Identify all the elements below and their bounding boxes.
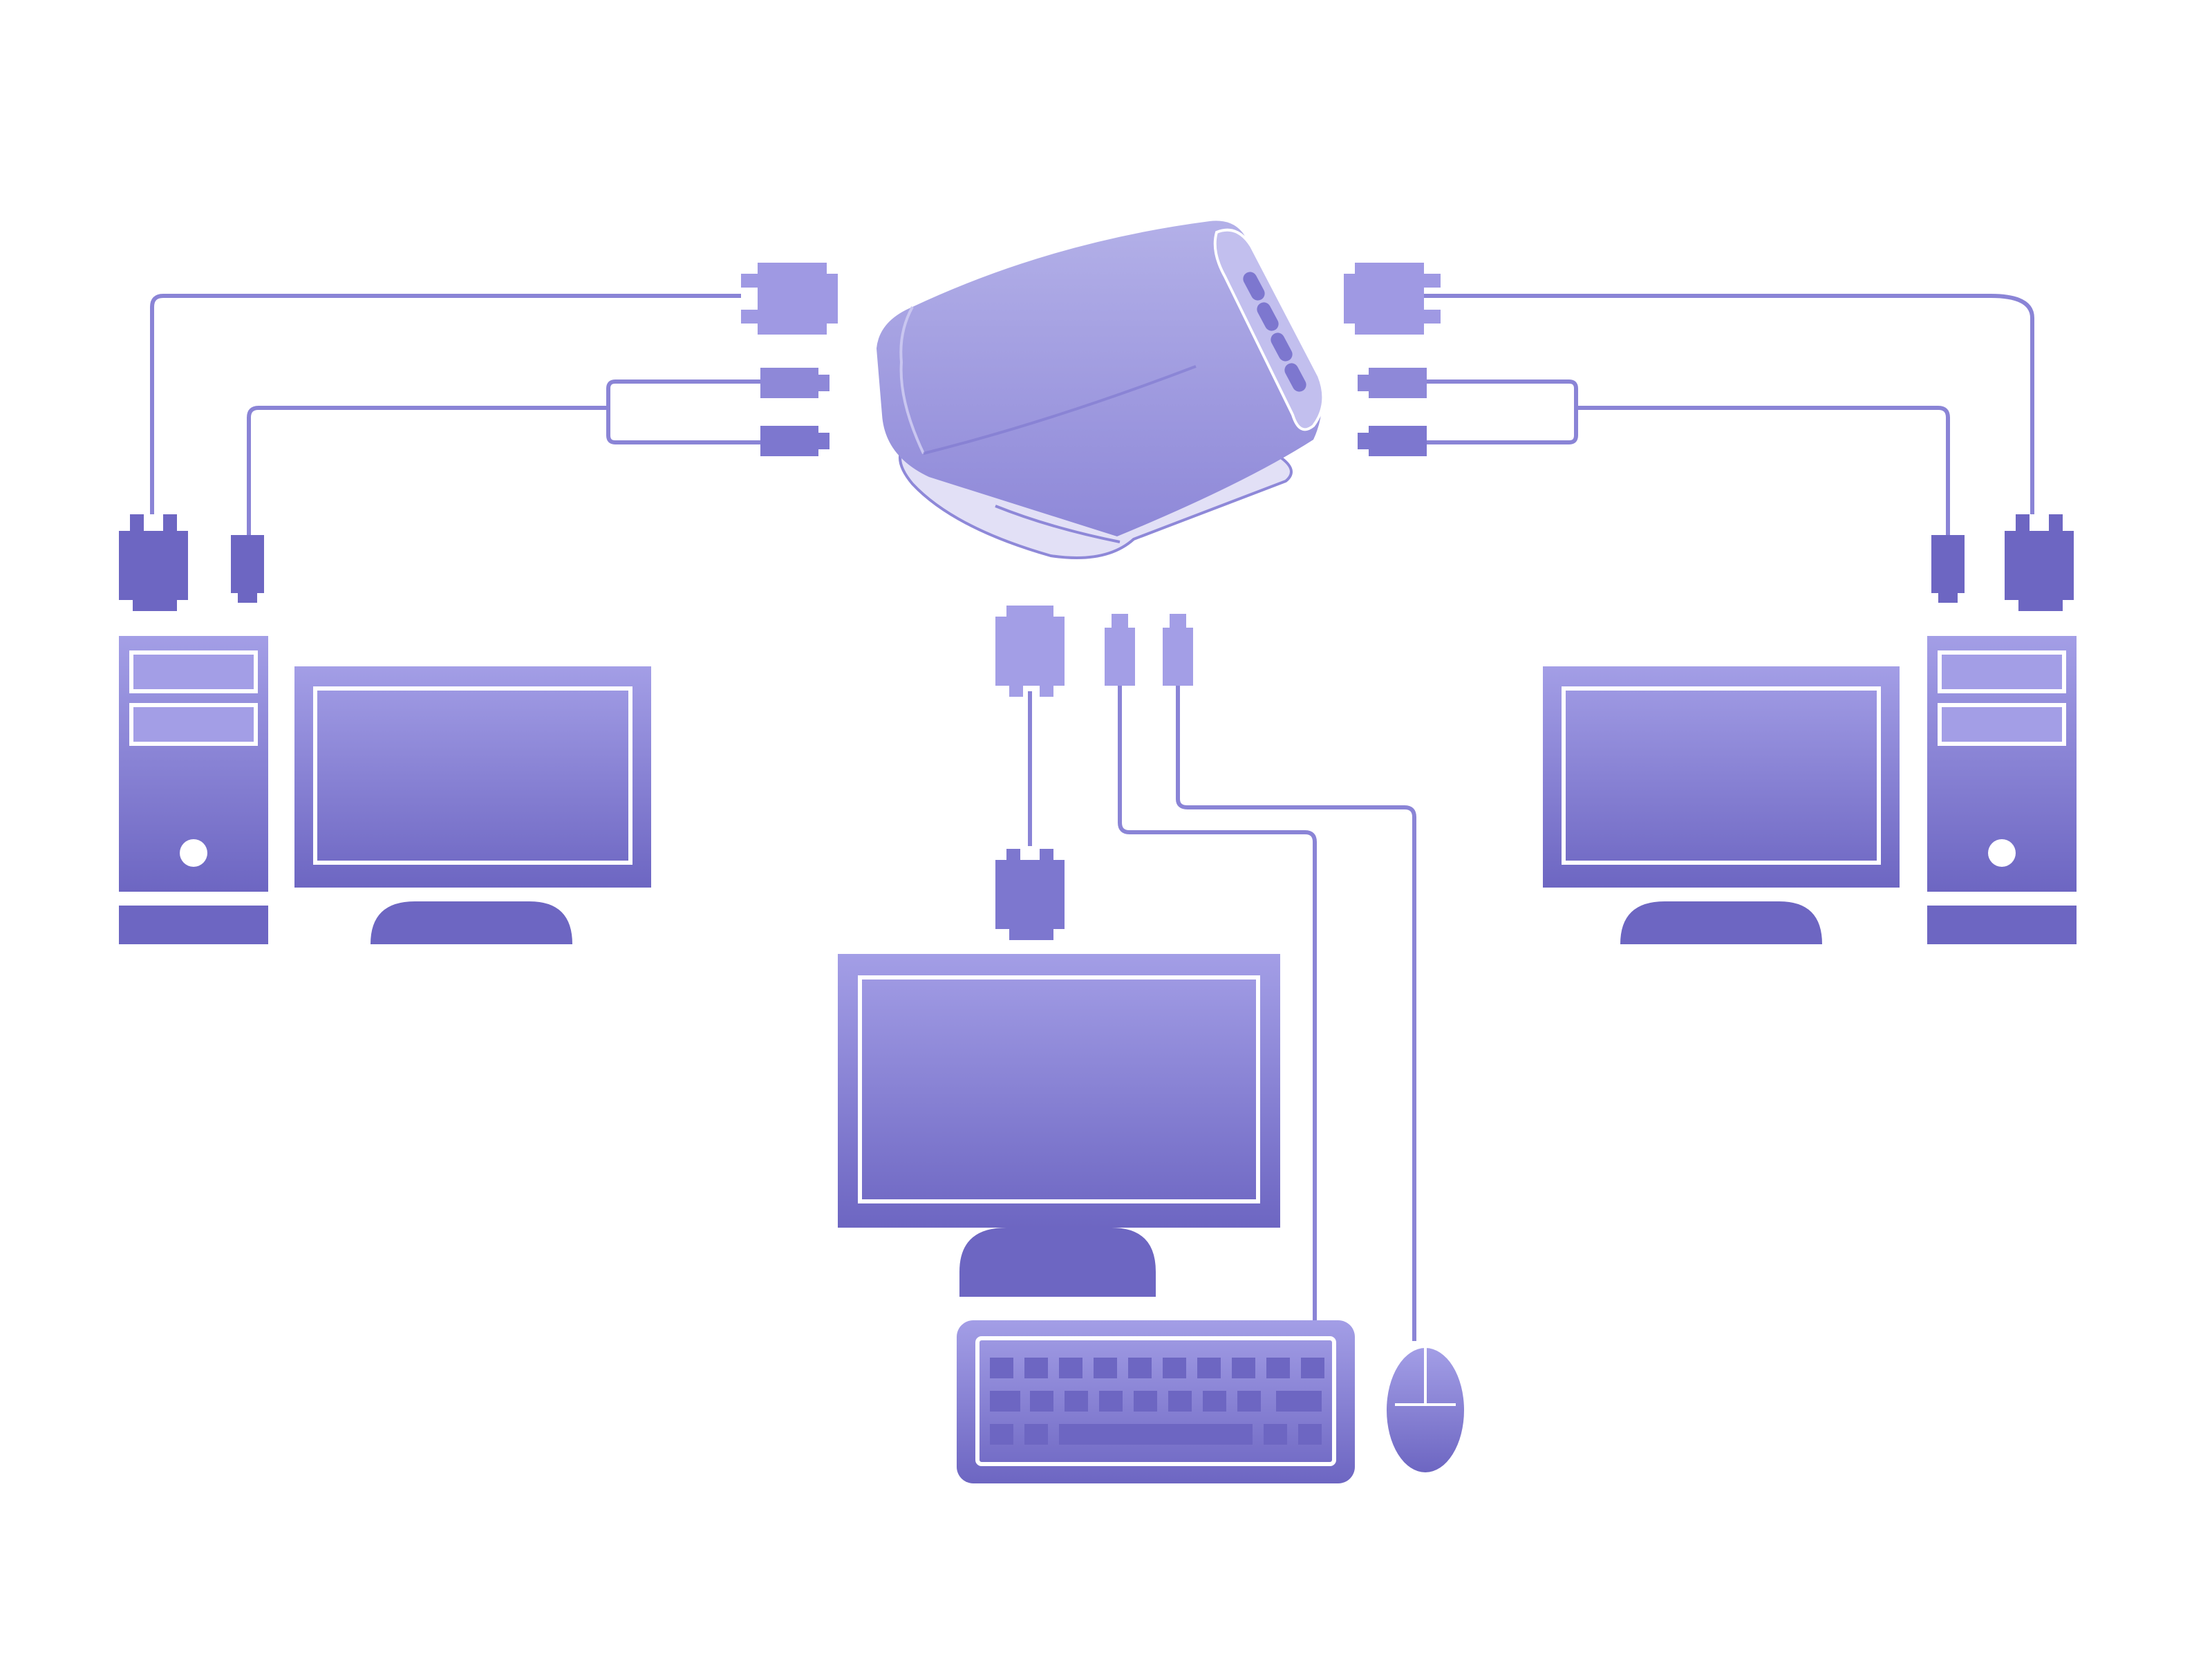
- ps2-connector-icon: [1358, 368, 1427, 398]
- vga-connector-icon: [119, 514, 188, 611]
- ps2-connector-icon: [1163, 614, 1193, 686]
- ps2-connector-icon: [760, 426, 830, 456]
- keyboard-key: [1197, 1358, 1221, 1378]
- kvm-switch-body: [877, 221, 1322, 536]
- keyboard-key: [1276, 1391, 1322, 1412]
- right-computer-tower: [1927, 636, 2077, 944]
- keyboard-key: [1024, 1424, 1048, 1445]
- keyboard-key: [1232, 1358, 1255, 1378]
- keyboard-key: [1099, 1391, 1123, 1412]
- keyboard-key: [1266, 1358, 1290, 1378]
- keyboard-key: [1128, 1358, 1152, 1378]
- cable-group: [150, 294, 2034, 1341]
- keyboard-key: [1168, 1391, 1192, 1412]
- keyboard-key: [1264, 1424, 1287, 1445]
- console-keyboard: [957, 1320, 1355, 1483]
- console-monitor: [838, 954, 1280, 1297]
- left-computer-tower: [119, 636, 268, 944]
- keyboard-key: [1094, 1358, 1117, 1378]
- keyboard-key: [1237, 1391, 1261, 1412]
- left-monitor: [294, 666, 651, 944]
- ps2-connector-icon: [231, 535, 264, 603]
- kvm-switch-buttons: [1243, 272, 1306, 392]
- ps2-connector-icon: [1358, 426, 1427, 456]
- ps2-connector-icon: [1105, 614, 1135, 686]
- cable-left-vga: [150, 294, 741, 514]
- keyboard-key: [1301, 1358, 1324, 1378]
- keyboard-key: [1163, 1358, 1186, 1378]
- console-mouse: [1387, 1348, 1464, 1472]
- cable-right-vga: [1407, 294, 2034, 514]
- cable-left-ps2: [247, 406, 608, 535]
- cable-right-ps2-top: [1417, 379, 1578, 444]
- keyboard-key: [990, 1391, 1020, 1412]
- ps2-connector-icon: [1931, 535, 1965, 603]
- keyboard-key: [1059, 1424, 1253, 1445]
- keyboard-key: [1065, 1391, 1088, 1412]
- cable-keyboard: [1118, 686, 1317, 1320]
- keyboard-key: [990, 1424, 1013, 1445]
- vga-connector-icon: [2005, 514, 2074, 611]
- connector-group: [119, 263, 2074, 940]
- keyboard-key: [1024, 1358, 1048, 1378]
- vga-connector-icon: [995, 606, 1065, 697]
- keyboard-key: [1134, 1391, 1157, 1412]
- kvm-switch-icon: [877, 221, 1325, 559]
- vga-connector-icon: [741, 263, 838, 335]
- right-monitor: [1543, 666, 1900, 944]
- keyboard-keys: [990, 1358, 1324, 1445]
- cable-mouse: [1176, 686, 1416, 1341]
- keyboard-key: [990, 1358, 1013, 1378]
- cable-right-ps2: [1576, 406, 1950, 535]
- power-button-icon: [180, 839, 207, 867]
- keyboard-key: [1298, 1424, 1322, 1445]
- cable-left-ps2-top: [606, 379, 760, 444]
- power-button-icon: [1988, 839, 2016, 867]
- keyboard-key: [1203, 1391, 1226, 1412]
- keyboard-key: [1059, 1358, 1082, 1378]
- vga-connector-icon: [1344, 263, 1441, 335]
- ps2-connector-icon: [760, 368, 830, 398]
- vga-connector-icon: [995, 849, 1065, 940]
- keyboard-key: [1030, 1391, 1053, 1412]
